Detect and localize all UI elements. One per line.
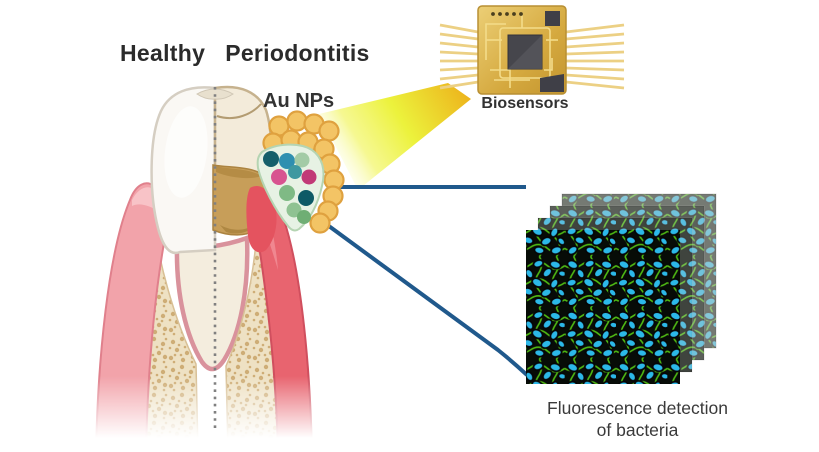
fluorescence-image-stack xyxy=(526,193,717,384)
chip-pin-dots xyxy=(491,12,523,16)
tartar-shadow xyxy=(220,222,258,234)
chip-traces xyxy=(485,14,558,88)
chip-corner-top xyxy=(545,11,560,26)
biosensors-label: Biosensors xyxy=(481,95,569,112)
gold-nanoparticle-cluster xyxy=(262,110,345,234)
wire-bonds-right xyxy=(565,23,625,90)
chip-die-highlight xyxy=(508,35,542,69)
tooth-illustration xyxy=(50,85,370,452)
crown-shine xyxy=(164,106,208,198)
fluorescence-caption-line2: of bacteria xyxy=(596,419,679,440)
tartar-top xyxy=(216,166,262,179)
fluorescence-layer-front xyxy=(526,230,680,384)
occlusal-groove xyxy=(216,103,262,120)
condition-title: Healthy Periodontitis xyxy=(120,40,370,67)
au-nps-label: Au NPs xyxy=(263,90,335,112)
bacteria-dots xyxy=(263,151,317,224)
tooth-root xyxy=(174,234,250,372)
bacteria-sample-cluster xyxy=(256,143,325,232)
excitation-beam xyxy=(319,83,471,190)
bottom-fade xyxy=(50,376,370,452)
diagonal-connector-line xyxy=(320,219,529,377)
periodontitis-label: Periodontitis xyxy=(225,40,370,66)
wire-bonds-left xyxy=(439,23,479,90)
biosensor-chip-icon xyxy=(439,5,625,95)
healthy-label: Healthy xyxy=(120,40,206,66)
fluorescence-caption: Fluorescence detection of bacteria xyxy=(505,398,770,442)
gum-flap xyxy=(246,186,277,253)
chip-corner-bottom xyxy=(540,74,564,92)
fluorescence-caption-line1: Fluorescence detection xyxy=(547,398,728,418)
